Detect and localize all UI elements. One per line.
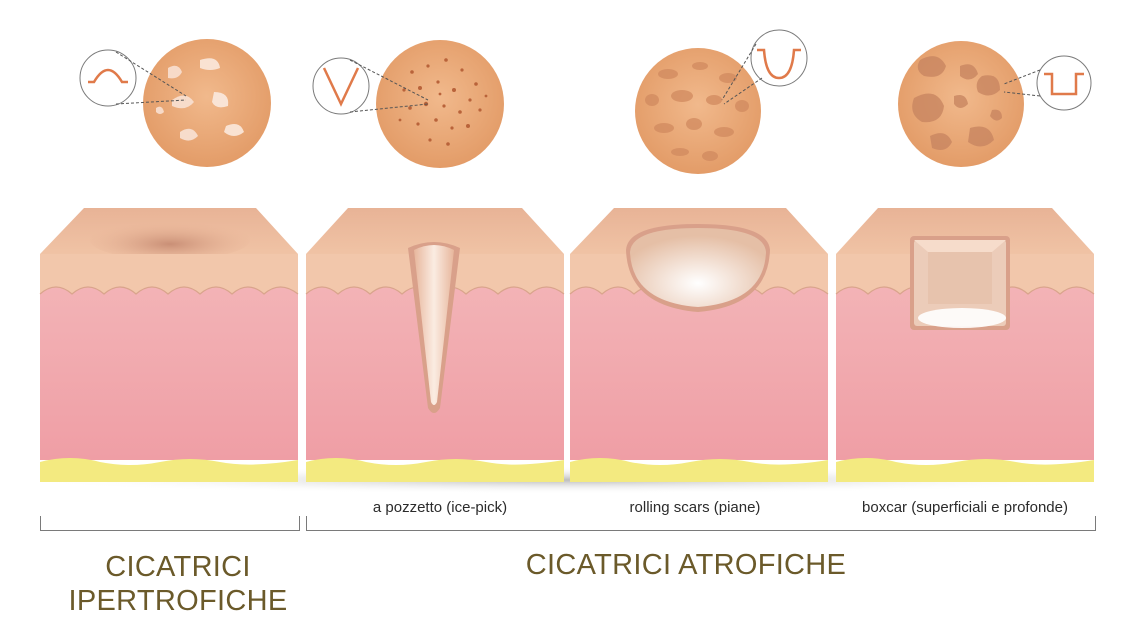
label-rolling-scars: rolling scars (piane)	[629, 499, 761, 516]
skin-block-ice-pick	[305, 208, 565, 482]
label-boxcar: boxcar (superficiali e profonde)	[862, 499, 1068, 516]
category-hypertrophic-line2: IPERTROFICHE	[68, 585, 288, 617]
skin-block-hypertrophic	[39, 208, 299, 482]
bracket-atrophic	[306, 516, 1096, 531]
category-hypertrophic-line1: CICATRICI	[105, 551, 251, 583]
magnified-skin-rolling	[635, 29, 808, 174]
category-atrophic: CICATRICI ATROFICHE	[525, 549, 847, 581]
magnified-skin-ice-pick	[312, 40, 504, 168]
skin-block-boxcar	[835, 208, 1095, 482]
ice-pick-pit	[414, 245, 454, 405]
bracket-hypertrophic	[40, 516, 300, 531]
pore-dots	[398, 58, 488, 146]
magnified-skin-hypertrophic	[79, 39, 271, 167]
boxcar-patches	[912, 56, 1002, 150]
rolling-depression	[630, 228, 766, 307]
skin-block-rolling	[569, 208, 829, 482]
boxcar-floor	[918, 308, 1006, 328]
raised-scar	[90, 220, 250, 260]
category-hypertrophic: CICATRICI IPERTROFICHE	[40, 550, 316, 618]
magnified-skin-boxcar	[898, 41, 1092, 167]
rolling-patches	[645, 62, 749, 161]
label-ice-pick: a pozzetto (ice-pick)	[372, 499, 508, 516]
